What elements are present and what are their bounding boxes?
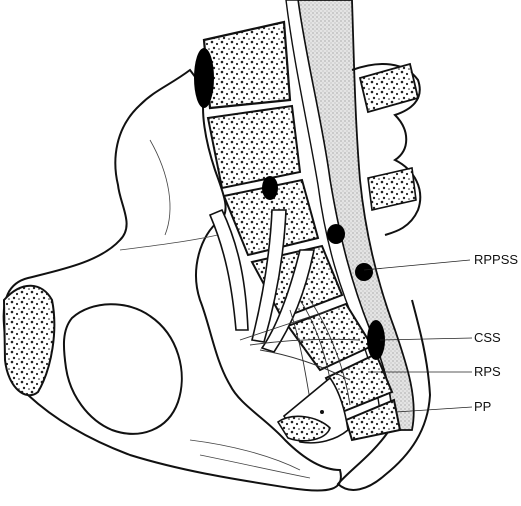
vertebra-l5 (204, 22, 290, 108)
label-rppss: RPPSS (474, 252, 518, 267)
rppss-leader (364, 260, 470, 270)
label-pp: PP (474, 399, 491, 414)
posterior-vertebral-element-top (360, 64, 418, 112)
muscle-point (320, 410, 324, 414)
label-css: CSS (474, 330, 501, 345)
label-rps: RPS (474, 364, 501, 379)
posterior-vertebral-element-bottom (368, 168, 416, 210)
